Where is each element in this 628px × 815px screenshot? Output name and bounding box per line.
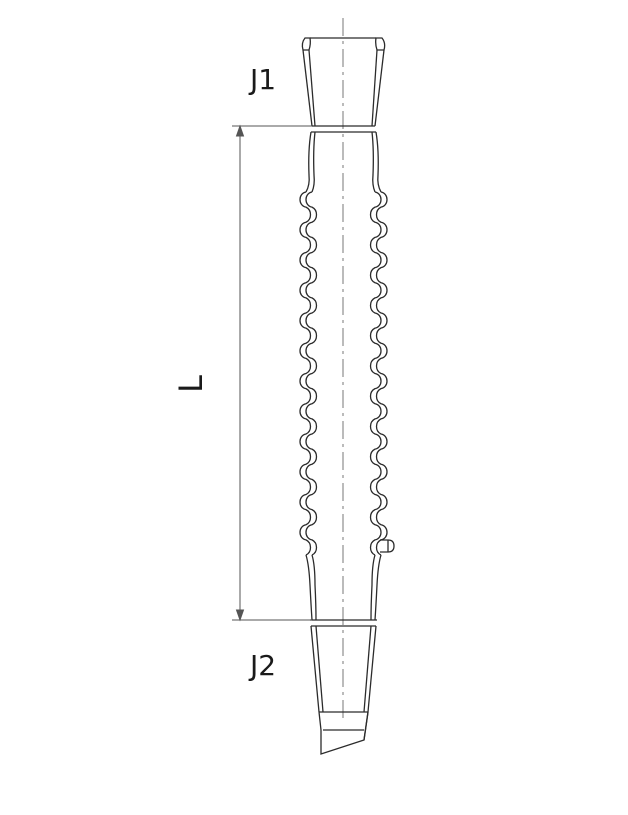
label-joint-bottom: J2 [250,649,277,682]
bulb-wall-right-outer [375,191,388,556]
bulb-wall-right [369,191,388,556]
tube-lower [305,554,382,621]
bottom-joint [310,619,377,755]
bulb-wall-left-inner [305,191,318,556]
bulb-wall-left [299,191,318,556]
top-joint [301,37,386,133]
bulb-wall-right-inner [369,191,382,556]
side-nozzle [380,539,395,553]
label-joint-top: J1 [250,63,277,96]
dimension-length [232,124,312,622]
tube-upper [305,131,382,193]
bulb-wall-left-outer [299,191,312,556]
label-length: L [171,375,210,393]
